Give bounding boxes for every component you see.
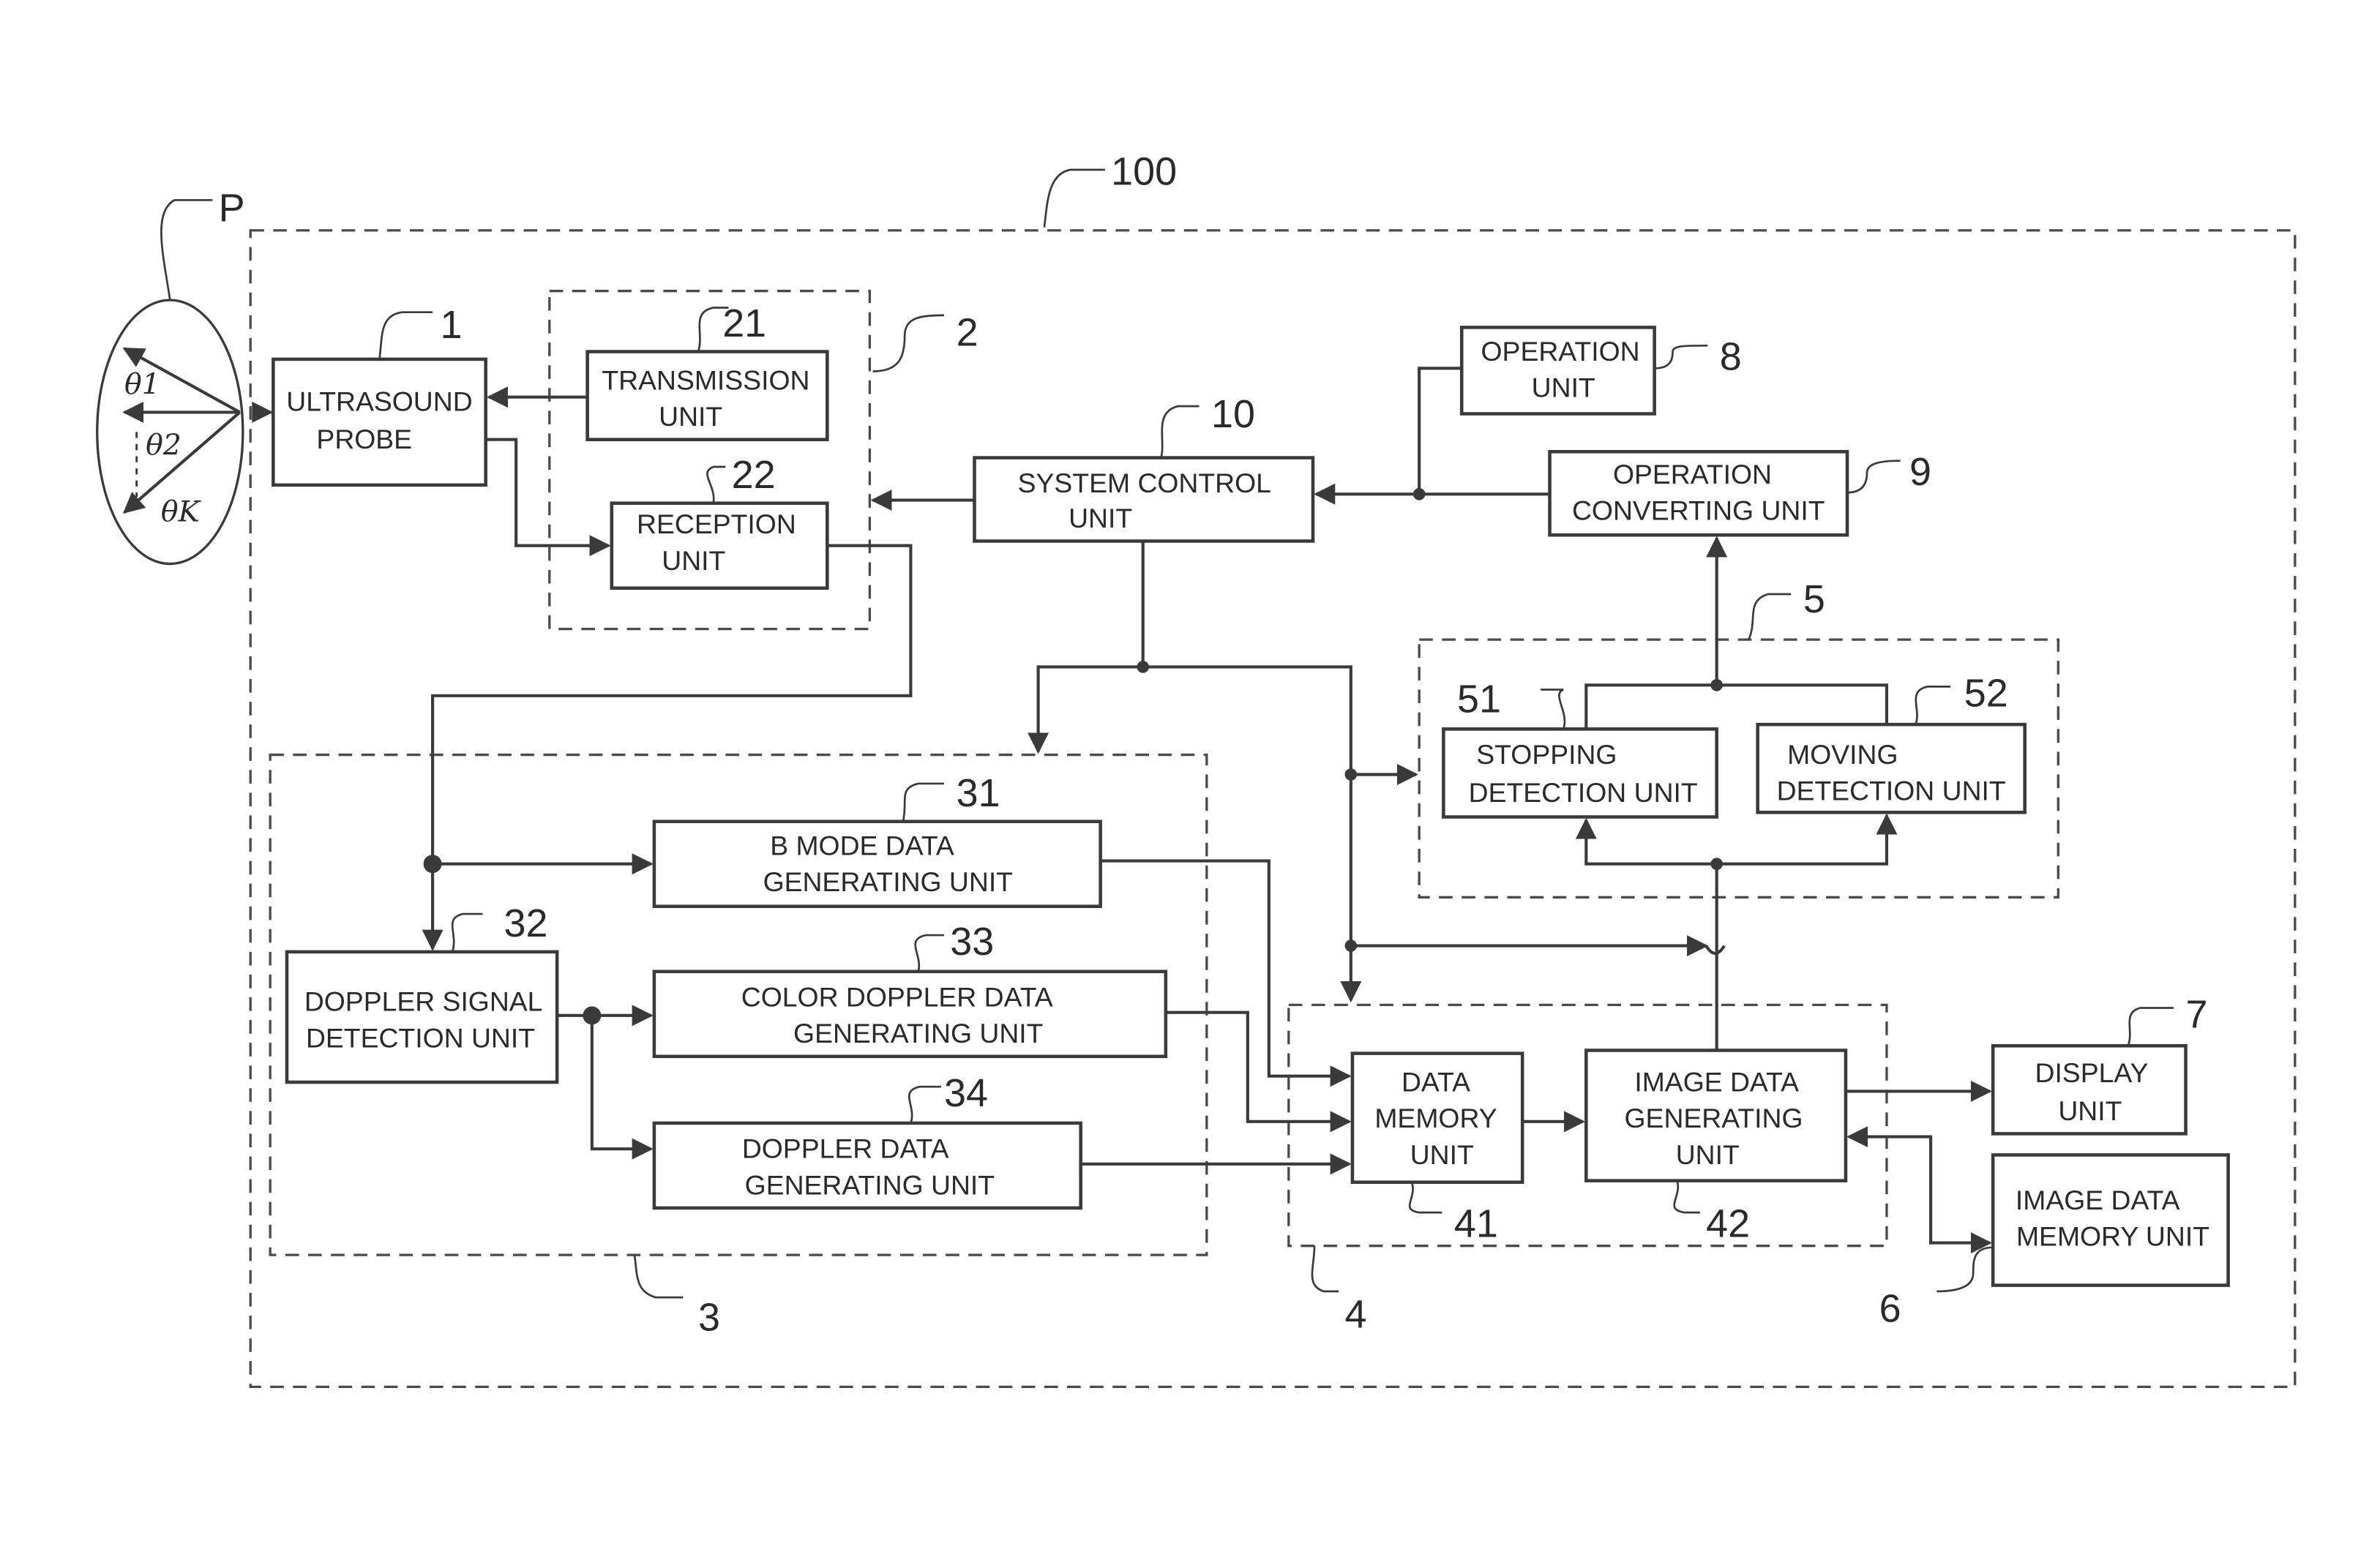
image-data-memory-label-2: MEMORY UNIT bbox=[2016, 1221, 2209, 1252]
ref-33: 33 bbox=[950, 920, 994, 964]
ref-8: 8 bbox=[1720, 334, 1742, 378]
transmission-label-2: UNIT bbox=[659, 401, 722, 432]
ref-41: 41 bbox=[1454, 1201, 1498, 1245]
wire-to-stopping bbox=[1586, 820, 1716, 864]
system-control-unit-block: SYSTEM CONTROL UNIT 10 bbox=[974, 392, 1312, 541]
stopping-label-1: STOPPING bbox=[1476, 739, 1617, 770]
operation-label-1: OPERATION bbox=[1481, 336, 1640, 367]
subject-p: P θ1 θ2 θK bbox=[97, 186, 274, 563]
wire-control-to-group3 bbox=[1039, 667, 1143, 751]
ref-3: 3 bbox=[698, 1296, 720, 1340]
system-control-label-2: UNIT bbox=[1069, 503, 1132, 533]
wire-imagegen-imagememory bbox=[1849, 1137, 1990, 1243]
operation-unit-block: OPERATION UNIT 8 bbox=[1462, 327, 1742, 413]
wire-reception-to-group3 bbox=[433, 546, 910, 864]
image-data-generating-label-1: IMAGE DATA bbox=[1634, 1066, 1799, 1097]
ref-7: 7 bbox=[2186, 992, 2208, 1036]
angle-theta2: θ2 bbox=[146, 428, 182, 462]
ref-31: 31 bbox=[957, 771, 1000, 815]
moving-detection-unit-block: MOVING DETECTION UNIT 52 bbox=[1758, 671, 2025, 812]
image-data-generating-unit-block: IMAGE DATA GENERATING UNIT 42 bbox=[1586, 1051, 1846, 1246]
junction-operation bbox=[1413, 488, 1426, 500]
b-mode-data-generating-unit-block: B MODE DATA GENERATING UNIT 31 bbox=[654, 771, 1101, 907]
doppler-signal-label-2: DETECTION UNIT bbox=[306, 1022, 535, 1053]
probe-contact-arrow bbox=[252, 402, 273, 423]
doppler-data-label-2: GENERATING UNIT bbox=[745, 1169, 995, 1200]
ref-10: 10 bbox=[1211, 392, 1255, 436]
ref-51: 51 bbox=[1457, 678, 1501, 721]
ref-100: 100 bbox=[1111, 150, 1177, 194]
ref-5: 5 bbox=[1803, 577, 1825, 621]
system-control-label-1: SYSTEM CONTROL bbox=[1018, 468, 1271, 498]
ref-9: 9 bbox=[1909, 450, 1931, 494]
wire-to-moving bbox=[1717, 815, 1887, 863]
transmission-unit-block: TRANSMISSION UNIT 21 bbox=[588, 301, 828, 440]
ref-52: 52 bbox=[1964, 671, 2008, 715]
operation-converting-unit-block: OPERATION CONVERTING UNIT 9 bbox=[1550, 450, 1932, 535]
stopping-detection-unit-block: STOPPING DETECTION UNIT 51 bbox=[1443, 678, 1716, 817]
doppler-signal-detection-unit-block: DOPPLER SIGNAL DETECTION UNIT 32 bbox=[287, 901, 557, 1082]
operation-converting-label-1: OPERATION bbox=[1613, 459, 1772, 490]
ref-2: 2 bbox=[957, 310, 978, 354]
angle-thetak: θK bbox=[161, 495, 202, 529]
ref-22: 22 bbox=[732, 453, 776, 497]
display-label-1: DISPLAY bbox=[2035, 1057, 2149, 1088]
transmission-label-1: TRANSMISSION bbox=[602, 364, 809, 395]
image-data-generating-label-3: UNIT bbox=[1676, 1139, 1740, 1170]
ref-1: 1 bbox=[440, 303, 462, 347]
display-label-2: UNIT bbox=[2058, 1095, 2122, 1126]
operation-label-2: UNIT bbox=[1532, 372, 1595, 403]
data-memory-label-1: DATA bbox=[1402, 1066, 1470, 1097]
image-data-memory-label-1: IMAGE DATA bbox=[2016, 1185, 2180, 1215]
color-doppler-data-generating-unit-block: COLOR DOPPLER DATA GENERATING UNIT 33 bbox=[654, 920, 1166, 1057]
doppler-data-label-1: DOPPLER DATA bbox=[742, 1133, 949, 1164]
doppler-signal-label-1: DOPPLER SIGNAL bbox=[304, 986, 543, 1017]
ultrasound-probe-block: ULTRASOUND PROBE 1 bbox=[273, 303, 485, 485]
angle-theta1: θ1 bbox=[124, 368, 160, 402]
ref-p: P bbox=[219, 186, 245, 230]
data-memory-label-3: UNIT bbox=[1410, 1139, 1474, 1170]
data-memory-label-2: MEMORY bbox=[1374, 1103, 1497, 1133]
doppler-data-generating-unit-block: DOPPLER DATA GENERATING UNIT 34 bbox=[654, 1071, 1081, 1208]
b-mode-label-1: B MODE DATA bbox=[770, 830, 954, 860]
ref-6: 6 bbox=[1879, 1286, 1901, 1330]
ref-21: 21 bbox=[722, 301, 766, 345]
wire-probe-to-reception bbox=[486, 440, 609, 546]
operation-converting-label-2: CONVERTING UNIT bbox=[1572, 495, 1825, 526]
color-doppler-label-1: COLOR DOPPLER DATA bbox=[741, 981, 1053, 1012]
ref-4: 4 bbox=[1345, 1293, 1367, 1337]
ultrasound-probe-label-2: PROBE bbox=[316, 424, 412, 454]
wire-color-to-memory bbox=[1166, 1013, 1350, 1122]
b-mode-label-2: GENERATING UNIT bbox=[763, 866, 1013, 897]
ultrasound-probe-label-1: ULTRASOUND bbox=[286, 386, 472, 416]
wire-control-to-group4 bbox=[1143, 667, 1351, 1000]
color-doppler-label-2: GENERATING UNIT bbox=[793, 1018, 1043, 1049]
moving-label-2: DETECTION UNIT bbox=[1777, 776, 2006, 806]
reception-label-2: UNIT bbox=[662, 545, 725, 576]
ref-42: 42 bbox=[1706, 1201, 1750, 1245]
ref-34: 34 bbox=[944, 1071, 988, 1115]
wire-to-doppler-data bbox=[592, 1016, 651, 1149]
data-memory-unit-block: DATA MEMORY UNIT 41 bbox=[1352, 1054, 1522, 1246]
stopping-label-2: DETECTION UNIT bbox=[1469, 777, 1698, 808]
junction-group5 bbox=[1345, 768, 1358, 781]
wire-operation-to-bus bbox=[1419, 368, 1462, 494]
ref-32: 32 bbox=[504, 901, 548, 945]
image-data-generating-label-2: GENERATING bbox=[1625, 1103, 1803, 1133]
wire-detection-out bbox=[1586, 685, 1887, 729]
moving-label-1: MOVING bbox=[1787, 739, 1898, 770]
display-unit-block: DISPLAY UNIT 7 bbox=[1993, 992, 2207, 1133]
reception-label-1: RECEPTION bbox=[637, 509, 796, 539]
reception-unit-block: RECEPTION UNIT 22 bbox=[612, 453, 828, 588]
